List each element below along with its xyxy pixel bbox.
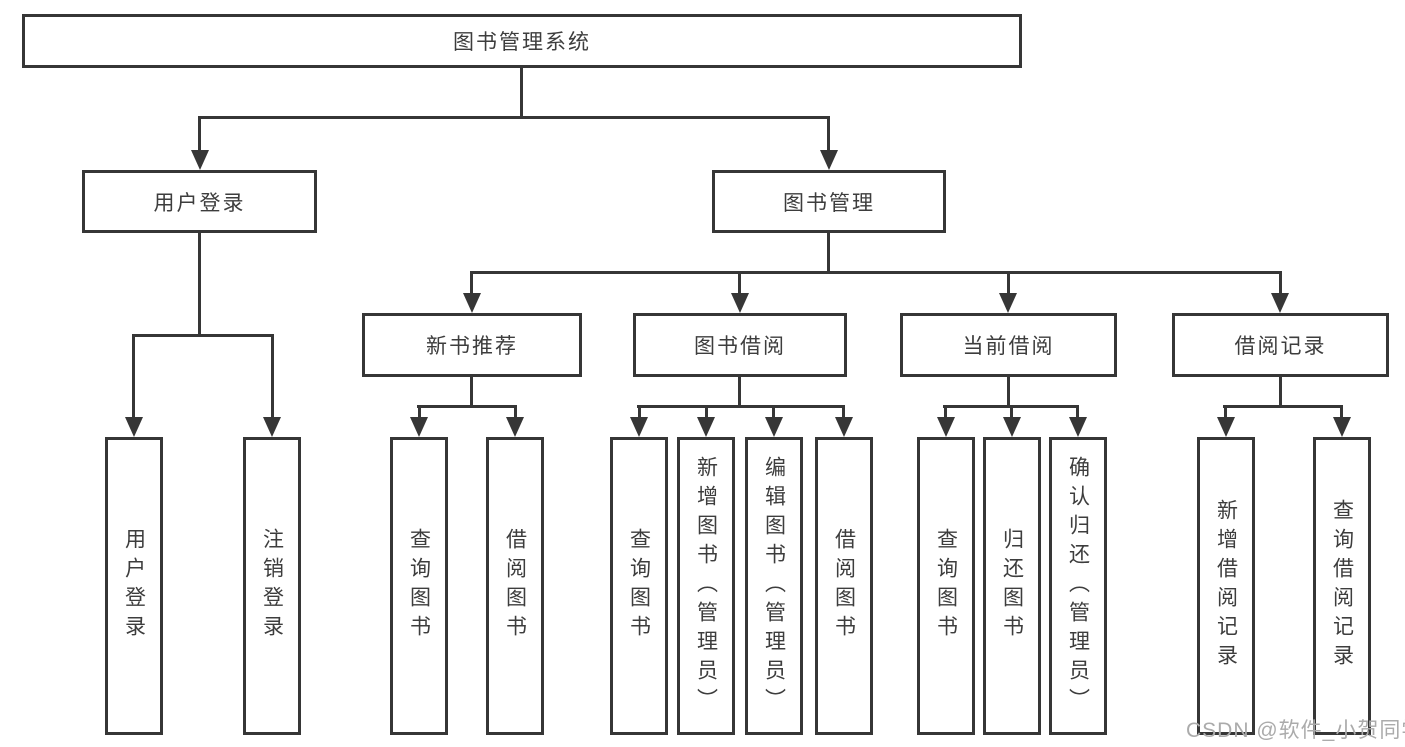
leaf-label: 注销登录 — [260, 528, 284, 644]
leaf-label: 查询图书 — [934, 528, 958, 644]
connector-line — [271, 334, 274, 420]
arrow-down-icon — [263, 417, 281, 437]
leaf-label: 归还图书 — [1000, 528, 1024, 644]
connector-line — [198, 116, 201, 154]
arrow-down-icon — [1003, 417, 1021, 437]
node-label: 图书借阅 — [694, 335, 786, 358]
arrow-down-icon — [1217, 417, 1235, 437]
leaf-records-add-record: 新增借阅记录 — [1197, 437, 1255, 735]
leaf-label: 借阅图书 — [503, 528, 527, 644]
connector-line — [418, 405, 421, 421]
node-label: 图书管理 — [783, 191, 875, 215]
node-label: 当前借阅 — [962, 335, 1055, 358]
connector-line — [470, 377, 473, 408]
watermark: CSDN @软件_小贺同学 — [1186, 719, 1405, 742]
arrow-down-icon — [697, 417, 715, 437]
leaf-current-confirm-return-admin: 确认归还（管理员） — [1049, 437, 1107, 735]
arrow-down-icon — [937, 417, 955, 437]
leaf-label: 新增图书（管理员） — [694, 455, 718, 717]
connector-line — [827, 233, 830, 274]
leaf-label: 查询图书 — [407, 528, 431, 644]
arrow-down-icon — [765, 417, 783, 437]
connector-line — [772, 405, 775, 421]
leaf-current-return-book: 归还图书 — [983, 437, 1041, 735]
leaf-borrow-borrow-book: 借阅图书 — [815, 437, 873, 735]
node-label: 用户登录 — [153, 191, 246, 215]
connector-line — [738, 271, 741, 297]
node-current-borrow: 当前借阅 — [900, 313, 1117, 377]
arrow-down-icon — [731, 293, 749, 313]
connector-line — [637, 405, 845, 408]
connector-line — [827, 116, 830, 154]
connector-line — [1223, 405, 1343, 408]
node-label: 借阅记录 — [1234, 335, 1327, 358]
leaf-label: 编辑图书（管理员） — [762, 455, 786, 717]
node-label: 新书推荐 — [426, 335, 518, 358]
connector-line — [1279, 377, 1282, 408]
leaf-label: 查询图书 — [627, 528, 651, 644]
connector-line — [738, 377, 741, 408]
connector-line — [470, 271, 1282, 274]
arrow-down-icon — [1069, 417, 1087, 437]
connector-line — [132, 334, 135, 420]
connector-line — [1007, 377, 1010, 408]
connector-line — [132, 334, 274, 337]
arrow-down-icon — [820, 150, 838, 170]
node-book-borrow: 图书借阅 — [633, 313, 847, 377]
arrow-down-icon — [999, 293, 1017, 313]
connector-line — [198, 116, 830, 119]
connector-line — [1340, 405, 1343, 421]
connector-line — [520, 68, 523, 118]
arrow-down-icon — [835, 417, 853, 437]
connector-line — [1010, 405, 1013, 421]
leaf-label: 新增借阅记录 — [1214, 499, 1238, 673]
arrow-down-icon — [1333, 417, 1351, 437]
arrow-down-icon — [410, 417, 428, 437]
leaf-label: 查询借阅记录 — [1330, 499, 1354, 673]
node-new-book-recommend: 新书推荐 — [362, 313, 582, 377]
arrow-down-icon — [463, 293, 481, 313]
connector-line — [1007, 271, 1010, 297]
leaf-label: 借阅图书 — [832, 528, 856, 644]
node-root: 图书管理系统 — [22, 14, 1022, 68]
connector-line — [1279, 271, 1282, 297]
connector-line — [944, 405, 947, 421]
arrow-down-icon — [630, 417, 648, 437]
node-borrow-records: 借阅记录 — [1172, 313, 1389, 377]
leaf-recommend-borrow-book: 借阅图书 — [486, 437, 544, 735]
connector-line — [1076, 405, 1079, 421]
connector-line — [638, 405, 641, 421]
leaf-user-login: 用户登录 — [105, 437, 163, 735]
connector-line — [1224, 405, 1227, 421]
connector-line — [514, 405, 517, 421]
connector-line — [470, 271, 473, 297]
arrow-down-icon — [191, 150, 209, 170]
leaf-recommend-query-book: 查询图书 — [390, 437, 448, 735]
connector-line — [842, 405, 845, 421]
leaf-label: 确认归还（管理员） — [1066, 455, 1090, 717]
connector-line — [705, 405, 708, 421]
node-book-management: 图书管理 — [712, 170, 946, 233]
connector-line — [198, 233, 201, 337]
leaf-borrow-edit-book-admin: 编辑图书（管理员） — [745, 437, 803, 735]
arrow-down-icon — [506, 417, 524, 437]
leaf-borrow-add-book-admin: 新增图书（管理员） — [677, 437, 735, 735]
leaf-label: 用户登录 — [122, 528, 146, 644]
arrow-down-icon — [125, 417, 143, 437]
connector-line — [417, 405, 517, 408]
arrow-down-icon — [1271, 293, 1289, 313]
leaf-records-query-record: 查询借阅记录 — [1313, 437, 1371, 735]
node-root-label: 图书管理系统 — [453, 31, 591, 54]
leaf-logout: 注销登录 — [243, 437, 301, 735]
leaf-borrow-query-book: 查询图书 — [610, 437, 668, 735]
node-user-login: 用户登录 — [82, 170, 317, 233]
leaf-current-query-book: 查询图书 — [917, 437, 975, 735]
